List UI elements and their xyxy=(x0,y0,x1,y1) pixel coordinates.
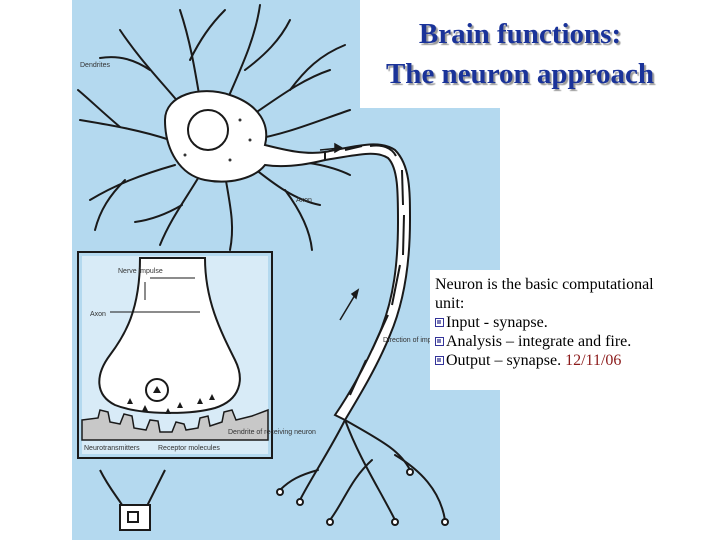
impulse-arrows xyxy=(319,142,360,321)
label-axon: Axon xyxy=(296,197,312,204)
intro-line-2: unit: xyxy=(435,295,465,312)
label-dendrite-receiving: Dendrite of receiving neuron xyxy=(228,429,316,436)
nucleus xyxy=(187,109,229,151)
label-direction-of-impulse: Direction of impulse xyxy=(383,337,445,344)
axon-terminals xyxy=(276,419,449,526)
dendrites xyxy=(77,4,351,251)
bullet-item-input: Input - synapse. xyxy=(435,314,548,332)
slide-date: 12/11/06 xyxy=(565,352,622,369)
square-bullet-icon xyxy=(435,318,444,327)
bullet-text: Input - synapse. xyxy=(446,314,548,331)
slide-title-line-2: The neuron approach xyxy=(385,58,655,90)
square-bullet-icon xyxy=(435,337,444,346)
bullet-item-analysis: Analysis – integrate and fire. xyxy=(435,333,631,351)
label-nerve-impulse: Nerve impulse xyxy=(118,268,163,275)
label-inset-axon: Axon xyxy=(90,311,106,318)
slide-title-line-1: Brain functions: xyxy=(418,18,622,50)
title-box: Brain functions: The neuron approach xyxy=(360,0,680,108)
label-neurotransmitters: Neurotransmitters xyxy=(84,445,140,452)
cell-body xyxy=(163,90,326,183)
bullet-text: Output – synapse. xyxy=(446,352,562,369)
intro-line-1: Neuron is the basic computational xyxy=(435,276,654,293)
axon xyxy=(324,143,412,422)
square-bullet-icon xyxy=(435,356,444,365)
lower-neuron xyxy=(99,469,166,531)
label-receptor-molecules: Receptor molecules xyxy=(158,445,220,452)
synapse-inset xyxy=(77,251,273,459)
bullet-item-output: Output – synapse. 12/11/06 xyxy=(435,352,621,370)
figure-background-lower xyxy=(430,390,500,540)
bullet-text: Analysis – integrate and fire. xyxy=(446,333,632,350)
body-text-box: Neuron is the basic computational unit: … xyxy=(430,270,692,390)
label-dendrites: Dendrites xyxy=(80,62,110,69)
